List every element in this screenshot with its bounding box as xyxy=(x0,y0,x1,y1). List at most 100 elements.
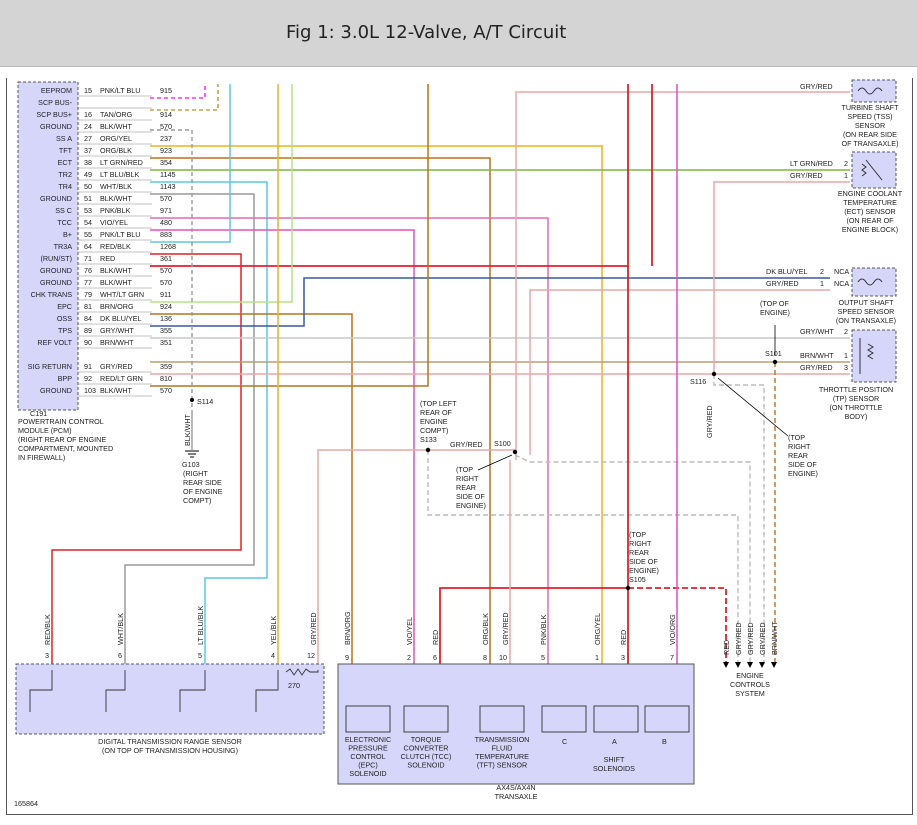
oss-nca: NCA xyxy=(834,267,849,276)
oss-pin: 2 xyxy=(820,267,824,276)
pcm-wire-color: DK BLU/YEL xyxy=(100,314,142,323)
pcm-pin-name: SIG RETURN xyxy=(28,362,72,371)
wire-ss-c xyxy=(150,217,549,664)
pcm-wire-color: PNK/LT BLU xyxy=(100,230,140,239)
wire-chk-trans xyxy=(150,84,293,303)
shift-a-label: A xyxy=(612,737,617,746)
pcm-wire-color: BRN/ORG xyxy=(100,302,134,311)
location-s105-line: (TOP xyxy=(629,530,646,539)
wire-s133 xyxy=(317,449,515,664)
tp-pin: 3 xyxy=(844,363,848,372)
pcm-circuit-number: 570 xyxy=(160,386,172,395)
dtr-resistor-label: 270 xyxy=(288,681,300,690)
pcm-pin-number: 55 xyxy=(84,230,92,239)
splice-dots xyxy=(190,359,778,591)
pcm-circuit-number: 914 xyxy=(160,110,172,119)
wire-ground-bus xyxy=(150,129,193,410)
dtr-pin: 5 xyxy=(198,651,202,660)
pcm-wire-color: LT GRN/RED xyxy=(100,158,143,167)
pcm-pin-number: 37 xyxy=(84,146,92,155)
splice-s114-label: S114 xyxy=(197,397,213,406)
pcm-pin-number: 84 xyxy=(84,314,92,323)
tft-sensor-line: (TFT) SENSOR xyxy=(477,761,527,770)
location-s101-line: (TOP OF xyxy=(760,299,789,308)
callout-arrow-s116 xyxy=(717,377,789,437)
pcm-pin-name: SCP BUS- xyxy=(38,98,72,107)
ect-pin: 2 xyxy=(844,159,848,168)
pcm-pin-name: SS C xyxy=(55,206,72,215)
ground-location-line: OF ENGINE xyxy=(183,487,223,496)
oss-pin: 1 xyxy=(820,279,824,288)
wire-routes xyxy=(51,84,850,664)
transaxle-wire-color: ORG/BLK xyxy=(481,613,490,645)
location-s116-line: SIDE OF xyxy=(788,460,817,469)
figure-header: Fig 1: 3.0L 12-Valve, A/T Circuit xyxy=(0,0,917,67)
dtr-pin: 12 xyxy=(307,651,315,660)
wire-b-plus xyxy=(150,84,231,243)
transaxle-wire-color: PNK/BLK xyxy=(539,614,548,645)
pcm-pin-number: 53 xyxy=(84,206,92,215)
wire-tr3a xyxy=(51,253,242,664)
pcm-wire-color: PNK/BLK xyxy=(100,206,131,215)
dtr-label: DIGITAL TRANSMISSION RANGE SENSOR(ON TOP… xyxy=(98,737,242,755)
transaxle-wire-color: RED xyxy=(431,630,440,645)
ect-label-line: TEMPERATURE xyxy=(843,198,897,207)
tss-label-line: (ON REAR SIDE xyxy=(843,130,897,139)
pcm-pin-number: 54 xyxy=(84,218,92,227)
pcm-circuit-number: 923 xyxy=(160,146,172,155)
transaxle-wire-color: ORG/YEL xyxy=(593,613,602,645)
wire-tss xyxy=(515,91,850,460)
pcm-pin-name: GROUND xyxy=(40,278,72,287)
splice-s100-dot xyxy=(512,449,518,455)
wire-epc xyxy=(150,313,353,664)
callout-arrow-s100 xyxy=(477,454,513,471)
ect-wire-color: LT GRN/RED xyxy=(790,159,833,168)
epc-solenoid-line: CONTROL xyxy=(350,752,385,761)
pcm-pin-number: 90 xyxy=(84,338,92,347)
epc-solenoid-line: ELECTRONIC xyxy=(345,735,391,744)
transaxle-wire-color: VIO/ORG xyxy=(668,614,677,645)
transaxle-pin: 5 xyxy=(541,653,545,662)
splice-s101-label: S101 xyxy=(765,349,782,358)
dtr-label-line: (ON TOP OF TRANSMISSION HOUSING) xyxy=(102,746,238,755)
ect-label-line: (ON REAR OF xyxy=(846,216,894,225)
location-s105-line: SIDE OF xyxy=(629,557,658,566)
wire-scp-bus xyxy=(150,84,219,111)
oss-nca: NCA xyxy=(834,279,849,288)
dtr-wire-color: WHT/BLK xyxy=(116,613,125,645)
pcm-pin-number: 24 xyxy=(84,122,92,131)
pcm-circuit-number: 237 xyxy=(160,134,172,143)
pcm-pin-number: 81 xyxy=(84,302,92,311)
tcc-solenoid xyxy=(403,705,449,733)
epc-solenoid-line: SOLENOID xyxy=(349,769,386,778)
pcm-wire-color: RED xyxy=(100,254,115,263)
tcc-solenoid-line: SOLENOID xyxy=(407,761,444,770)
ground-location-line: COMPT) xyxy=(183,496,211,505)
location-s100-line: ENGINE) xyxy=(456,501,486,510)
splice-s114-dot xyxy=(190,398,194,402)
transaxle-pin: 1 xyxy=(595,653,599,662)
transaxle-line: AX4S/AX4N xyxy=(496,783,535,792)
transaxle-wire-color: GRY/RED xyxy=(501,612,510,645)
pcm-pin-name: (RUN/ST) xyxy=(40,254,72,263)
dtr-pin: 6 xyxy=(118,651,122,660)
shift-c-label: C xyxy=(562,737,567,746)
pcm-pin-number: 50 xyxy=(84,182,92,191)
pcm-pin-name: B+ xyxy=(63,230,72,239)
s133-wire-label: GRY/RED xyxy=(450,440,483,449)
pcm-wire-color: VIO/YEL xyxy=(100,218,128,227)
pcm-pin-number: 71 xyxy=(84,254,92,263)
oss-wire-color: DK BLU/YEL xyxy=(766,267,808,276)
transaxle-wire-color: BRN/ORG xyxy=(343,611,352,645)
pcm-wire-color: RED/LT GRN xyxy=(100,374,143,383)
tp-label-line: (ON THROTTLE xyxy=(830,403,883,412)
wire-ss-a xyxy=(150,145,603,664)
tcc-solenoid-line: CONVERTER xyxy=(404,744,449,753)
pcm-wire-color: LT BLU/BLK xyxy=(100,170,139,179)
splice-s133-label: S133 xyxy=(420,435,437,444)
ground-location-line: (RIGHT xyxy=(183,469,208,478)
oss-label-line: (ON TRANSAXLE) xyxy=(836,316,896,325)
